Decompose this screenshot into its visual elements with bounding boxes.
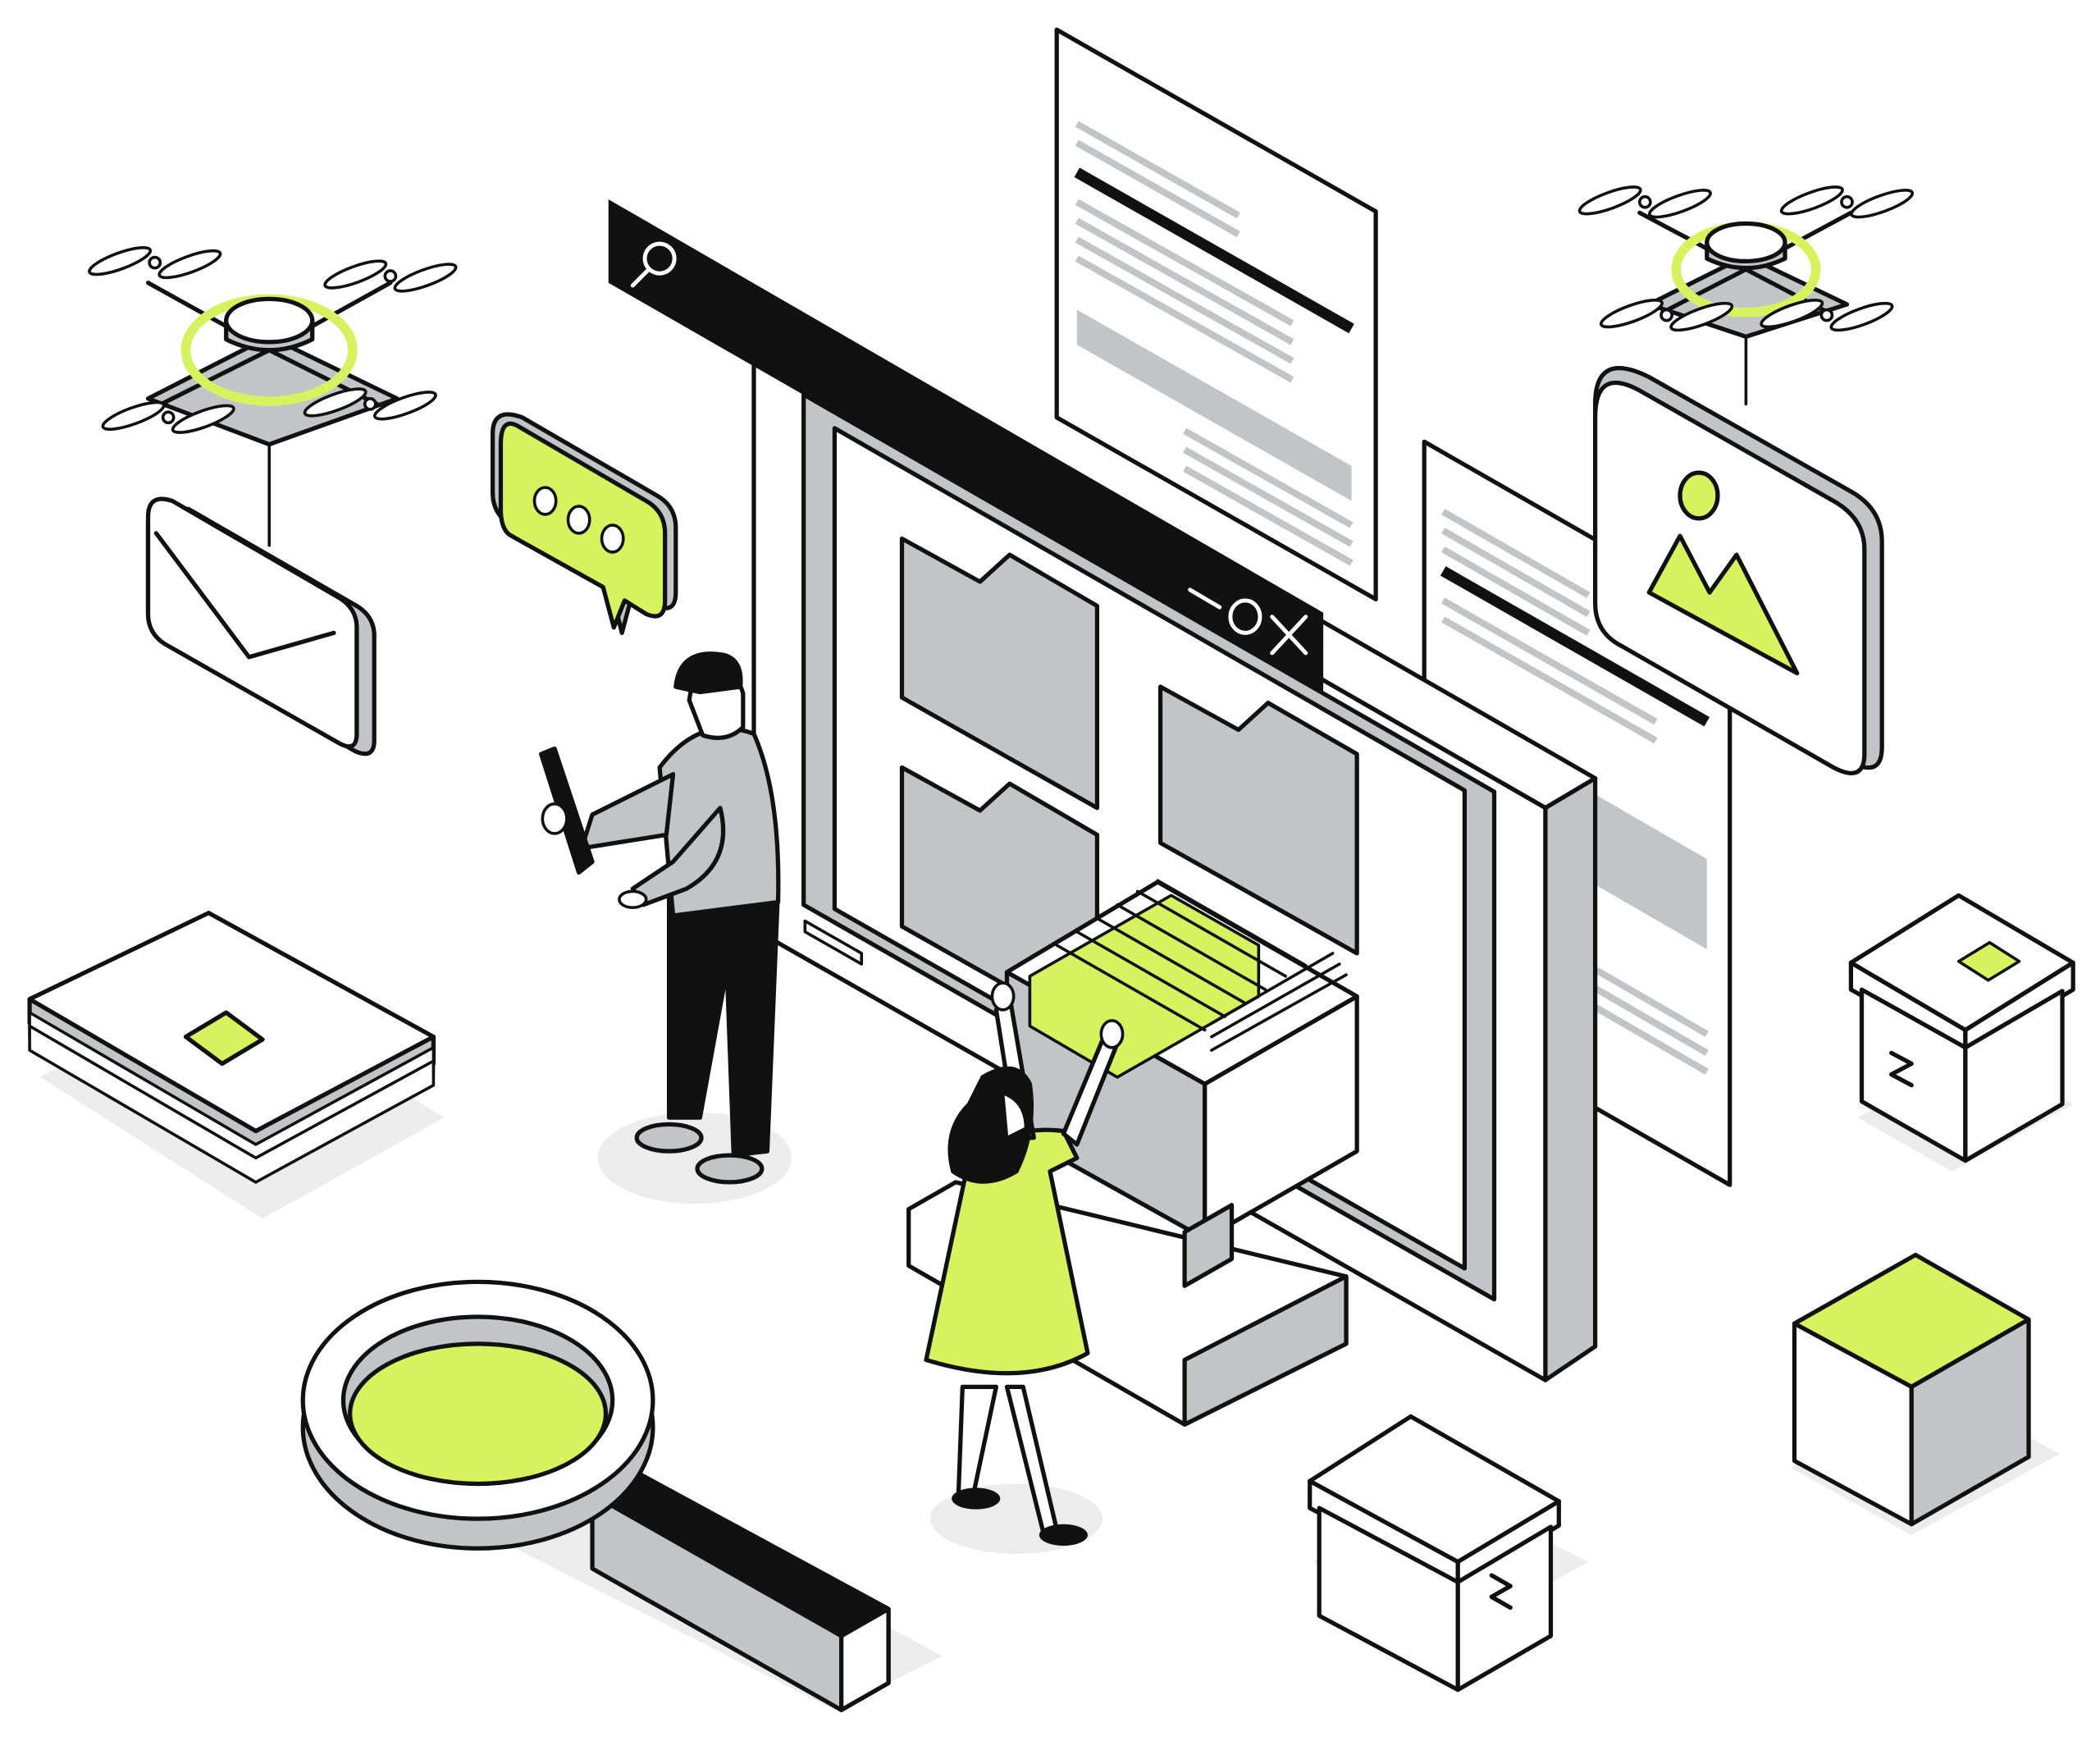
chat-bubble-icon: [490, 412, 678, 635]
mail-icon: [145, 496, 377, 756]
paper-stack: [27, 911, 436, 1184]
cube-box-icon: [1792, 1252, 2031, 1527]
document-sheet-top: [1054, 27, 1378, 601]
folder-icon: [899, 536, 1100, 811]
file-drawer: [906, 879, 1359, 1427]
drone-icon: [1575, 180, 1917, 406]
folder-icon: [1157, 684, 1359, 956]
image-icon: [1592, 366, 1884, 776]
folder-icon-group: [899, 536, 1359, 1040]
drone-icon: [84, 240, 460, 547]
man-figure: [539, 651, 781, 1185]
archive-box-icon: [1848, 893, 2075, 1163]
search-icon[interactable]: [630, 241, 677, 288]
magnifying-glass-icon: [300, 1279, 891, 1712]
window-title-bar: [608, 199, 1324, 694]
archive-box-icon: [1308, 1414, 1561, 1693]
window-controls-icon[interactable]: [1188, 587, 1308, 656]
woman-figure: [924, 981, 1125, 1546]
